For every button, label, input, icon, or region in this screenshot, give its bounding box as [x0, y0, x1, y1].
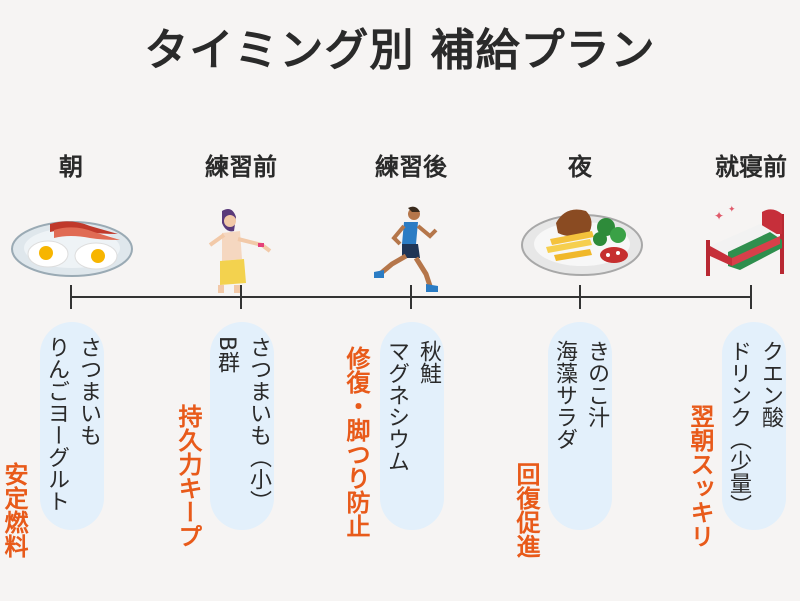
running-man-icon	[374, 206, 438, 292]
food-list-morning: さつまいも りんごヨーグルト	[40, 336, 104, 512]
food-list-bedtime: クエン酸 ドリンク（少量）	[722, 340, 786, 516]
food-list-pre-practice: さつまいも（小） B群	[210, 336, 274, 512]
food-list-post-practice: 秋鮭 マグネシウム	[380, 340, 444, 472]
timeline-tick-pre-practice	[240, 285, 242, 309]
bed-icon: ✦ ✦	[706, 205, 784, 276]
food-card-morning: さつまいも りんごヨーグルト	[40, 322, 104, 530]
svg-text:✦: ✦	[728, 205, 736, 215]
period-post-practice-label: 練習後	[375, 153, 447, 181]
food-list-night: きのこ汁 海藻サラダ	[548, 340, 612, 450]
food-item: マグネシウム	[384, 340, 409, 472]
period-morning-label: 朝	[59, 153, 83, 181]
food-item: 秋鮭	[416, 340, 441, 384]
timeline-tick-night	[579, 285, 581, 309]
food-card-bedtime: クエン酸 ドリンク（少量）	[722, 322, 786, 530]
food-card-post-practice: 秋鮭 マグネシウム	[380, 322, 444, 530]
benefit-bedtime: 翌朝スッキリ	[686, 404, 714, 548]
timeline-tick-post-practice	[410, 285, 412, 309]
food-card-night: きのこ汁 海藻サラダ	[548, 322, 612, 530]
page-title: タイミング別 補給プラン	[144, 25, 656, 76]
benefit-night: 回復促進	[512, 462, 540, 558]
food-item: クエン酸	[758, 340, 783, 428]
food-item: 海藻サラダ	[552, 340, 577, 450]
food-item: B群	[214, 336, 239, 374]
timeline-tick-bedtime	[750, 285, 752, 309]
period-bedtime-label: 就寝前	[715, 153, 787, 181]
stretching-woman-icon	[208, 209, 272, 293]
food-item: さつまいも（小）	[246, 336, 271, 512]
eggs-bacon-plate-icon	[11, 221, 133, 277]
svg-text:✦: ✦	[714, 209, 724, 223]
benefit-morning: 安定燃料	[0, 462, 28, 558]
period-night-label: 夜	[568, 153, 592, 181]
benefit-pre-practice: 持久力キープ	[174, 404, 202, 548]
timeline-tick-morning	[70, 285, 72, 309]
food-item: りんごヨーグルト	[44, 336, 69, 512]
food-card-pre-practice: さつまいも（小） B群	[210, 322, 274, 530]
food-item: きのこ汁	[584, 340, 609, 428]
food-item: さつまいも	[76, 336, 101, 446]
food-item: ドリンク（少量）	[726, 340, 751, 516]
dinner-plate-icon	[521, 209, 643, 276]
benefit-post-practice: 修復・脚つり防止	[342, 346, 370, 538]
period-pre-practice-label: 練習前	[205, 153, 277, 181]
